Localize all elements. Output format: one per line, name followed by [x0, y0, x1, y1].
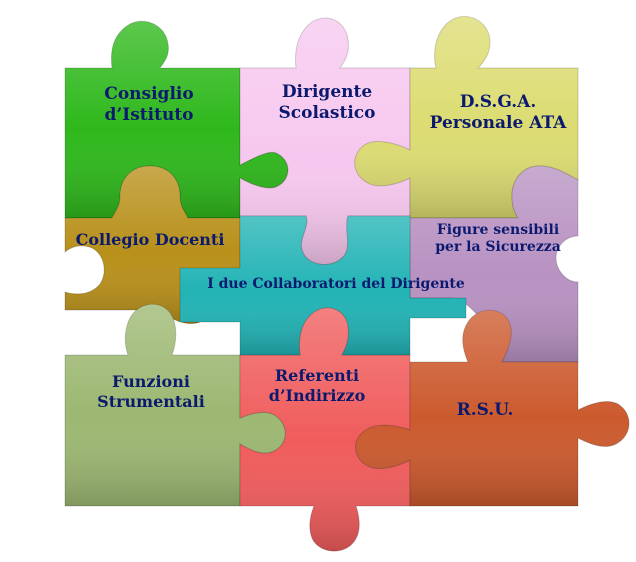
piece-dirigente	[239, 17, 411, 265]
label-dsga-line-1: D.S.G.A.	[459, 92, 537, 112]
piece-dsga-shading	[354, 16, 578, 218]
label-collaboratori-line-1: I due Collaboratori del Dirigente	[207, 276, 465, 292]
label-figure-line-2: per la Sicurezza	[435, 239, 561, 256]
piece-consiglio	[64, 20, 289, 219]
piece-referenti-shading	[240, 307, 410, 552]
label-funzioni-line-1: Funzioni	[112, 372, 190, 391]
label-funzioni: Funzioni Strumentali	[86, 372, 216, 411]
label-referenti-line-1: Referenti	[274, 366, 360, 385]
label-funzioni-line-2: Strumentali	[97, 391, 205, 411]
piece-rsu	[355, 309, 630, 507]
label-rsu: R.S.U.	[430, 400, 540, 421]
piece-consiglio-shading	[65, 21, 288, 219]
label-dsga-line-2: Personale ATA	[429, 112, 567, 133]
label-figure: Figure sensibili per la Sicurezza	[420, 222, 576, 256]
piece-figure-shading	[410, 166, 578, 362]
label-collegio-line-1: Collegio Docenti	[75, 230, 225, 249]
label-collegio: Collegio Docenti	[60, 230, 240, 250]
label-figure-line-1: Figure sensibili	[436, 222, 560, 238]
piece-dirigente-shading	[240, 18, 410, 265]
label-dsga: D.S.G.A. Personale ATA	[414, 92, 582, 133]
piece-collaboratori-shading	[180, 216, 466, 355]
label-dirigente-line-1: Dirigente	[281, 82, 373, 102]
label-rsu-line-1: R.S.U.	[456, 400, 514, 420]
piece-funzioni-shading	[65, 304, 286, 506]
label-consiglio-line-1: Consiglio	[104, 84, 194, 104]
piece-collaboratori	[179, 215, 467, 356]
label-dirigente: Dirigente Scolastico	[262, 82, 392, 123]
label-dirigente-line-2: Scolastico	[278, 102, 376, 123]
label-referenti: Referenti d’Indirizzo	[254, 366, 380, 405]
label-collaboratori: I due Collaboratori del Dirigente	[186, 276, 486, 293]
piece-rsu-shading	[355, 310, 630, 506]
label-referenti-line-2: d’Indirizzo	[268, 385, 366, 405]
label-consiglio-line-2: d’Istituto	[104, 104, 194, 125]
label-consiglio: Consiglio d’Istituto	[84, 84, 214, 125]
